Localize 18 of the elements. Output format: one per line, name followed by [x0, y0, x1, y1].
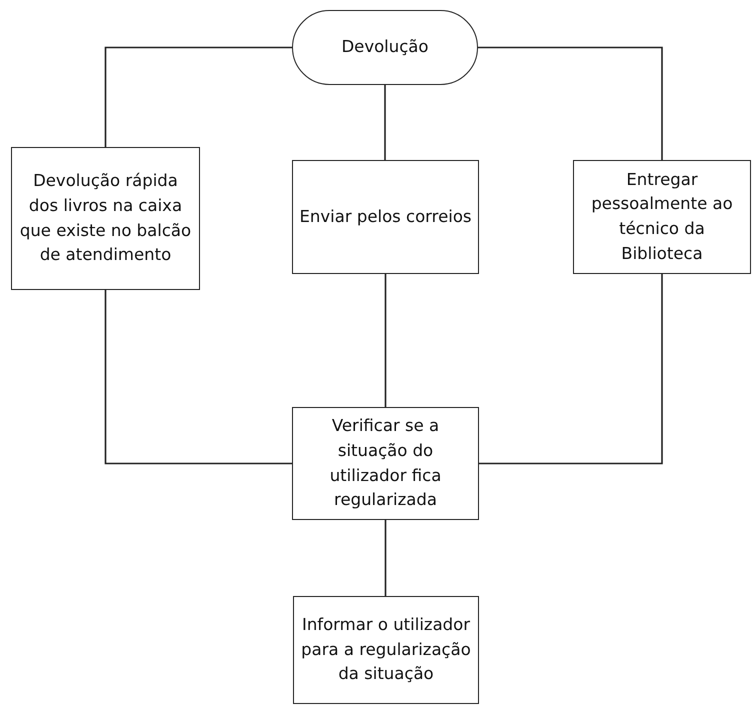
process-box	[573, 160, 751, 274]
connector-line	[104, 46, 292, 147]
node-text: Enviar pelos correios	[299, 206, 472, 228]
node-text: Devolução	[341, 36, 429, 58]
connector-line	[384, 274, 386, 407]
connector-line	[384, 85, 386, 160]
process-box	[11, 147, 200, 290]
process-box	[292, 407, 479, 520]
node-text: Verificar se a situação do utilizador fica regularizada	[328, 415, 442, 512]
connector-line	[479, 274, 663, 464]
connector-line	[384, 520, 386, 596]
process-box	[292, 160, 479, 274]
process-box	[293, 596, 479, 704]
node-text: Entregar pessoalmente ao técnico da Biblioteca	[590, 168, 734, 265]
node-text: Devolução rápida dos livros na caixa que existe no balcão de atendimento	[18, 170, 192, 266]
node-text: Informar o utilizador para a regularização da situação	[300, 614, 472, 686]
connector-line	[104, 290, 292, 464]
connector-line	[478, 46, 663, 160]
